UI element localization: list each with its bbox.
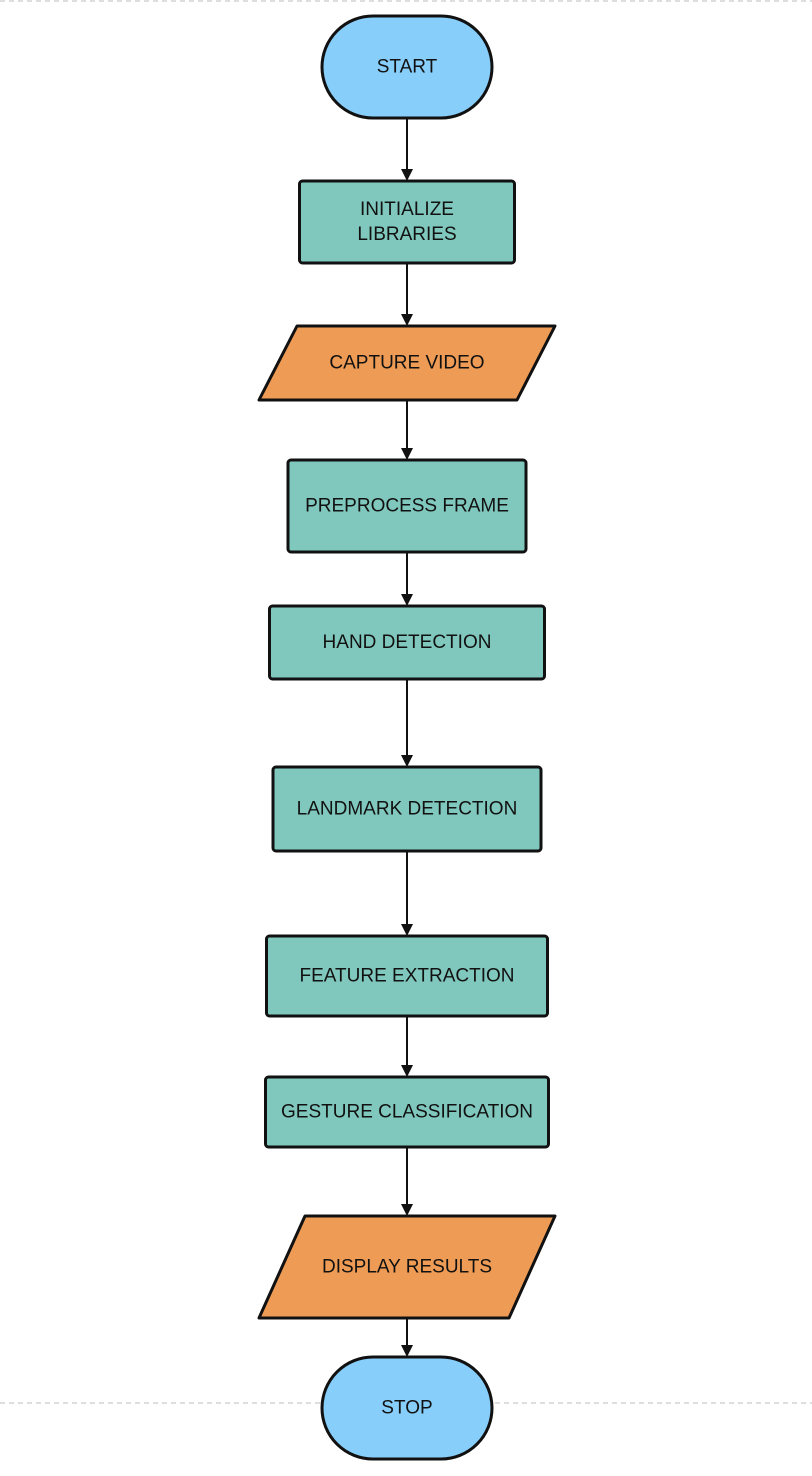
- node-label: DISPLAY RESULTS: [322, 1257, 492, 1278]
- arrow-head: [401, 924, 413, 936]
- node-label: GESTURE CLASSIFICATION: [281, 1102, 533, 1123]
- node-label: START: [377, 57, 438, 78]
- node-capture-video: CAPTURE VIDEO: [257, 324, 557, 402]
- arrow-display-results-to-stop: [401, 1318, 413, 1357]
- arrow-head: [401, 755, 413, 767]
- node-hand-detection: HAND DETECTION: [268, 604, 546, 681]
- node-feature-extraction: FEATURE EXTRACTION: [265, 934, 549, 1018]
- process-shape: [265, 934, 549, 1018]
- node-label: LANDMARK DETECTION: [297, 799, 518, 820]
- arrow-head: [401, 448, 413, 460]
- process-shape: [271, 765, 543, 853]
- process-shape: [298, 179, 516, 265]
- terminal-shape: [320, 1355, 494, 1461]
- node-label: PREPROCESS FRAME: [305, 496, 509, 517]
- arrow-start-to-initialize-libraries: [401, 118, 413, 181]
- arrow-head: [401, 1065, 413, 1077]
- node-gesture-classification: GESTURE CLASSIFICATION: [264, 1075, 550, 1149]
- node-preprocess-frame: PREPROCESS FRAME: [286, 458, 528, 554]
- data-io-shape: [257, 324, 557, 402]
- nodes-layer: START INITIALIZE LIBRARIES CAPTURE VIDEO PRE…: [257, 14, 557, 1461]
- arrow-preprocess-frame-to-hand-detection: [401, 552, 413, 606]
- arrow-head: [401, 169, 413, 181]
- arrow-capture-video-to-preprocess-frame: [401, 400, 413, 460]
- data-io-shape: [257, 1214, 557, 1320]
- terminal-shape: [320, 14, 494, 120]
- node-label: LIBRARIES: [357, 224, 456, 245]
- process-shape: [264, 1075, 550, 1149]
- node-display-results: DISPLAY RESULTS: [257, 1214, 557, 1320]
- arrow-head: [401, 1345, 413, 1357]
- node-stop: STOP: [320, 1355, 494, 1461]
- arrow-head: [401, 594, 413, 606]
- arrow-gesture-classification-to-display-results: [401, 1147, 413, 1216]
- arrow-hand-detection-to-landmark-detection: [401, 679, 413, 767]
- arrow-initialize-libraries-to-capture-video: [401, 263, 413, 326]
- process-shape: [268, 604, 546, 681]
- edges-layer: [401, 118, 413, 1357]
- arrow-head: [401, 1204, 413, 1216]
- process-shape: [286, 458, 528, 554]
- arrow-landmark-detection-to-feature-extraction: [401, 851, 413, 936]
- node-initialize-libraries: INITIALIZE LIBRARIES: [298, 179, 516, 265]
- node-label: STOP: [381, 1398, 432, 1419]
- node-label: CAPTURE VIDEO: [329, 353, 484, 374]
- node-label: INITIALIZE: [360, 199, 454, 220]
- node-landmark-detection: LANDMARK DETECTION: [271, 765, 543, 853]
- arrow-feature-extraction-to-gesture-classification: [401, 1016, 413, 1077]
- node-label: HAND DETECTION: [323, 632, 492, 653]
- arrow-head: [401, 314, 413, 326]
- node-label: FEATURE EXTRACTION: [300, 966, 515, 987]
- node-start: START: [320, 14, 494, 120]
